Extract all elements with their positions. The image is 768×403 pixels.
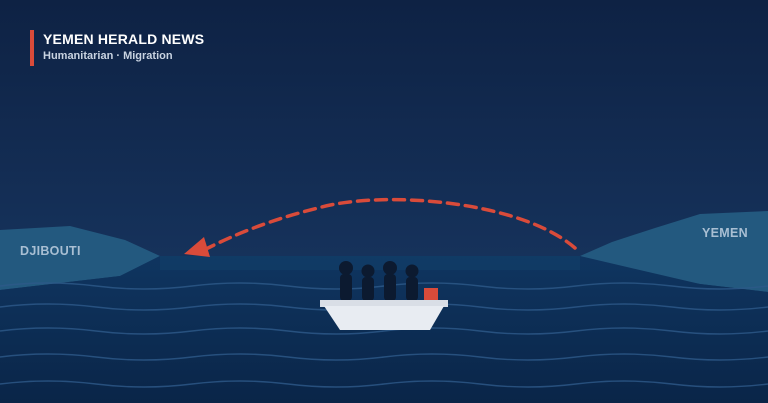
route-arc [206,197,577,250]
passenger-icon [405,264,419,301]
coast-yemen [580,211,768,292]
wave-line [0,380,768,388]
wave-line [0,353,768,361]
brand-header: YEMEN HERALD NEWS Humanitarian · Migrati… [30,30,204,66]
section-label: Humanitarian · Migration [43,50,173,62]
sea-band [160,256,580,270]
brand-accent-bar [30,30,34,66]
brand-name: YEMEN HERALD NEWS [43,31,205,47]
label-yemen: YEMEN [702,226,748,240]
passenger-icon [339,261,353,301]
cargo-box-icon [424,288,438,301]
boat [320,261,448,330]
boat-deck [320,300,448,307]
label-djibouti: DJIBOUTI [20,244,81,258]
wave-line [0,327,768,335]
boat-hull [324,306,444,330]
passenger-icon [361,264,375,301]
passengers [339,261,419,301]
route-arrowhead-icon [184,237,210,257]
coast-djibouti [0,226,160,290]
passenger-icon [383,261,397,301]
sea-waves [0,282,768,388]
